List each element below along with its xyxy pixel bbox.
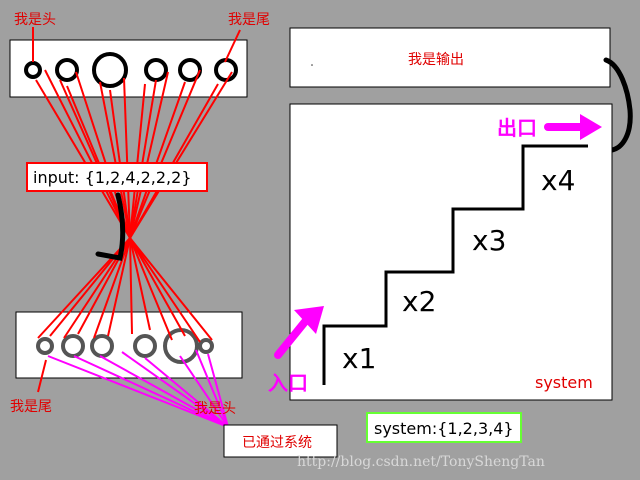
- magenta-line-7: [195, 349, 229, 428]
- entry-label: 入口: [268, 371, 308, 395]
- input-box-text: input: {1,2,4,2,2,2}: [33, 168, 192, 187]
- red-line-top-15: [129, 71, 233, 239]
- red-line-top-13: [129, 69, 201, 239]
- red-line-top-1: [35, 79, 131, 239]
- top-circle-3: [92, 52, 128, 88]
- top-circles-panel: [9, 39, 248, 98]
- red-line-bottom-11: [129, 237, 201, 343]
- magenta-line-5: [144, 357, 229, 428]
- bottom-circle-4: [133, 334, 157, 358]
- system-box: [289, 103, 613, 401]
- head-bottom-label: 我是头: [194, 401, 236, 417]
- red-line-top-6: [99, 81, 131, 239]
- red-line-bottom-8: [129, 237, 151, 331]
- magenta-line-8: [207, 353, 229, 428]
- red-line-bottom-10: [129, 237, 186, 337]
- bottom-circle-1: [36, 337, 54, 355]
- head-top-label: 我是头: [14, 12, 56, 28]
- red-line-top-9: [129, 83, 146, 239]
- magenta-connection-lines: [47, 349, 229, 428]
- stair-label-4: x4: [541, 164, 575, 197]
- exit-label: 出口: [497, 116, 537, 140]
- staircase: [322, 144, 588, 385]
- top-circle-1: [24, 61, 42, 79]
- red-line-bottom-9: [129, 237, 173, 341]
- magenta-line-6: [179, 355, 229, 428]
- output-connector-icon: [603, 57, 633, 153]
- red-line-top-11: [129, 71, 169, 239]
- tail-top-label: 我是尾: [228, 12, 270, 28]
- red-line-bottom-2: [49, 237, 131, 337]
- stair-labels-group: x1 x2 x3 x4: [342, 164, 575, 375]
- bottom-circles-group: [36, 328, 214, 364]
- top-circle-6: [214, 58, 238, 82]
- output-box: [289, 27, 611, 88]
- red-line-top-10: [129, 79, 157, 239]
- magenta-line-1: [47, 355, 229, 428]
- stair-label-3: x3: [472, 224, 506, 257]
- exit-arrow-icon: [580, 114, 602, 140]
- system-label: system: [535, 373, 593, 392]
- red-line-bottom-6: [107, 237, 131, 337]
- red-line-bottom-5: [93, 237, 131, 339]
- system-values-box: [366, 412, 522, 443]
- magenta-line-2: [73, 355, 229, 428]
- bottom-circle-6: [198, 338, 214, 354]
- input-box: [26, 162, 208, 192]
- bottom-circle-2: [61, 334, 85, 358]
- entry-arrow-icon: [294, 306, 324, 334]
- red-line-top-12: [129, 81, 186, 239]
- red-line-top-2: [44, 69, 131, 239]
- stair-label-2: x2: [402, 285, 436, 318]
- red-line-bottom-7: [129, 237, 133, 335]
- magenta-line-3: [99, 355, 229, 428]
- down-arrow-icon: [95, 192, 126, 261]
- stair-label-1: x1: [342, 342, 376, 375]
- tail-bottom-label: 我是尾: [10, 399, 52, 415]
- system-values-text: system:{1,2,3,4}: [374, 419, 514, 438]
- red-connection-lines: [35, 69, 233, 343]
- red-line-top-8: [123, 77, 131, 239]
- top-circle-4: [144, 58, 168, 82]
- magenta-line-4: [121, 351, 229, 428]
- watermark: http://blog.csdn.net/TonyShengTan: [297, 454, 545, 470]
- passed-system-box: [223, 424, 338, 458]
- top-circle-2: [55, 58, 79, 82]
- output-text: 我是输出: [408, 52, 464, 68]
- bottom-circle-3: [90, 334, 114, 358]
- red-line-bottom-12: [129, 237, 213, 341]
- passed-system-text: 已通过系统: [242, 435, 312, 451]
